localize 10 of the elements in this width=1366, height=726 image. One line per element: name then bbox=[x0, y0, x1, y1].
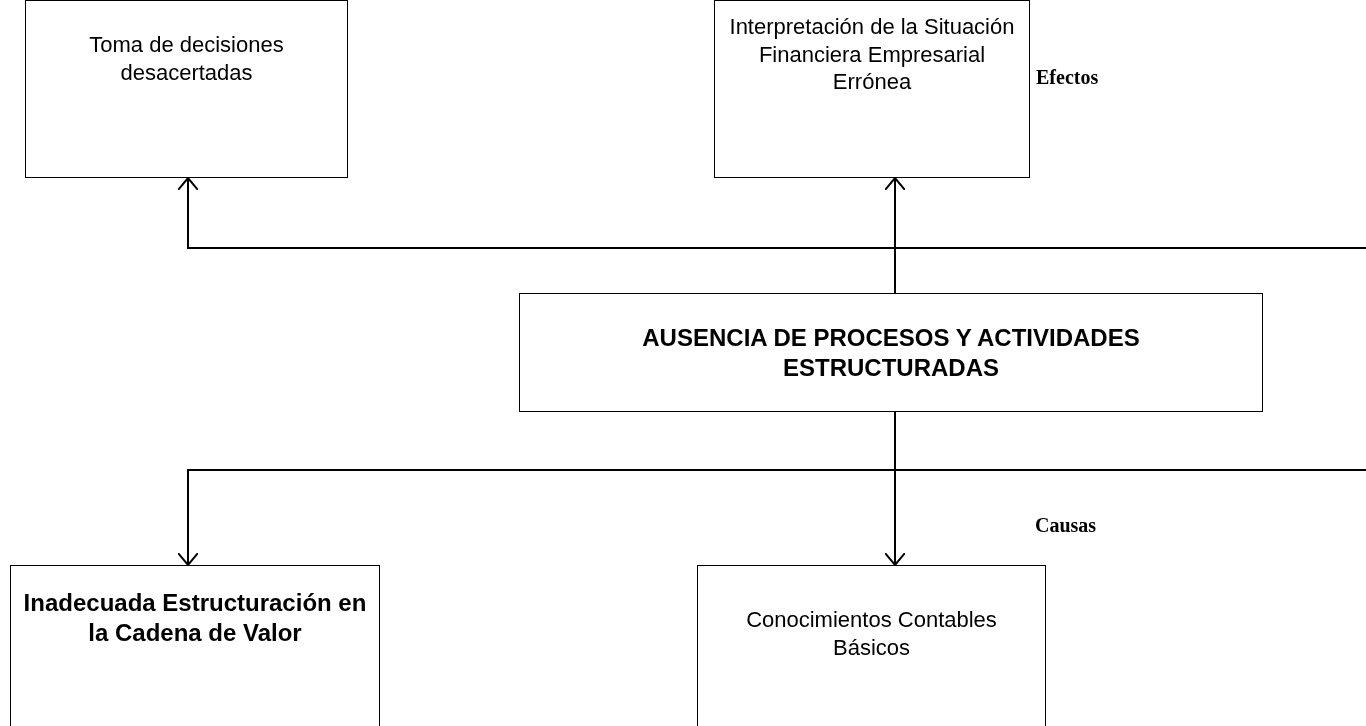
text-box bbox=[10, 565, 380, 726]
box-text: Interpretación de la Situación Financiera Empresarial Errónea bbox=[728, 13, 1016, 96]
text-box bbox=[519, 293, 1263, 412]
box-text: Toma de decisiones desacertadas bbox=[88, 31, 285, 86]
box-text: Inadecuada Estructuración en la Cadena de Valor bbox=[23, 588, 367, 648]
text-box bbox=[25, 0, 348, 178]
box-text: Conocimientos Contables Básicos bbox=[745, 606, 998, 661]
box-text: AUSENCIA DE PROCESOS Y ACTIVIDADES ESTRUCTURADAS bbox=[641, 322, 1141, 383]
text-box bbox=[714, 0, 1030, 178]
text-box bbox=[697, 565, 1046, 726]
